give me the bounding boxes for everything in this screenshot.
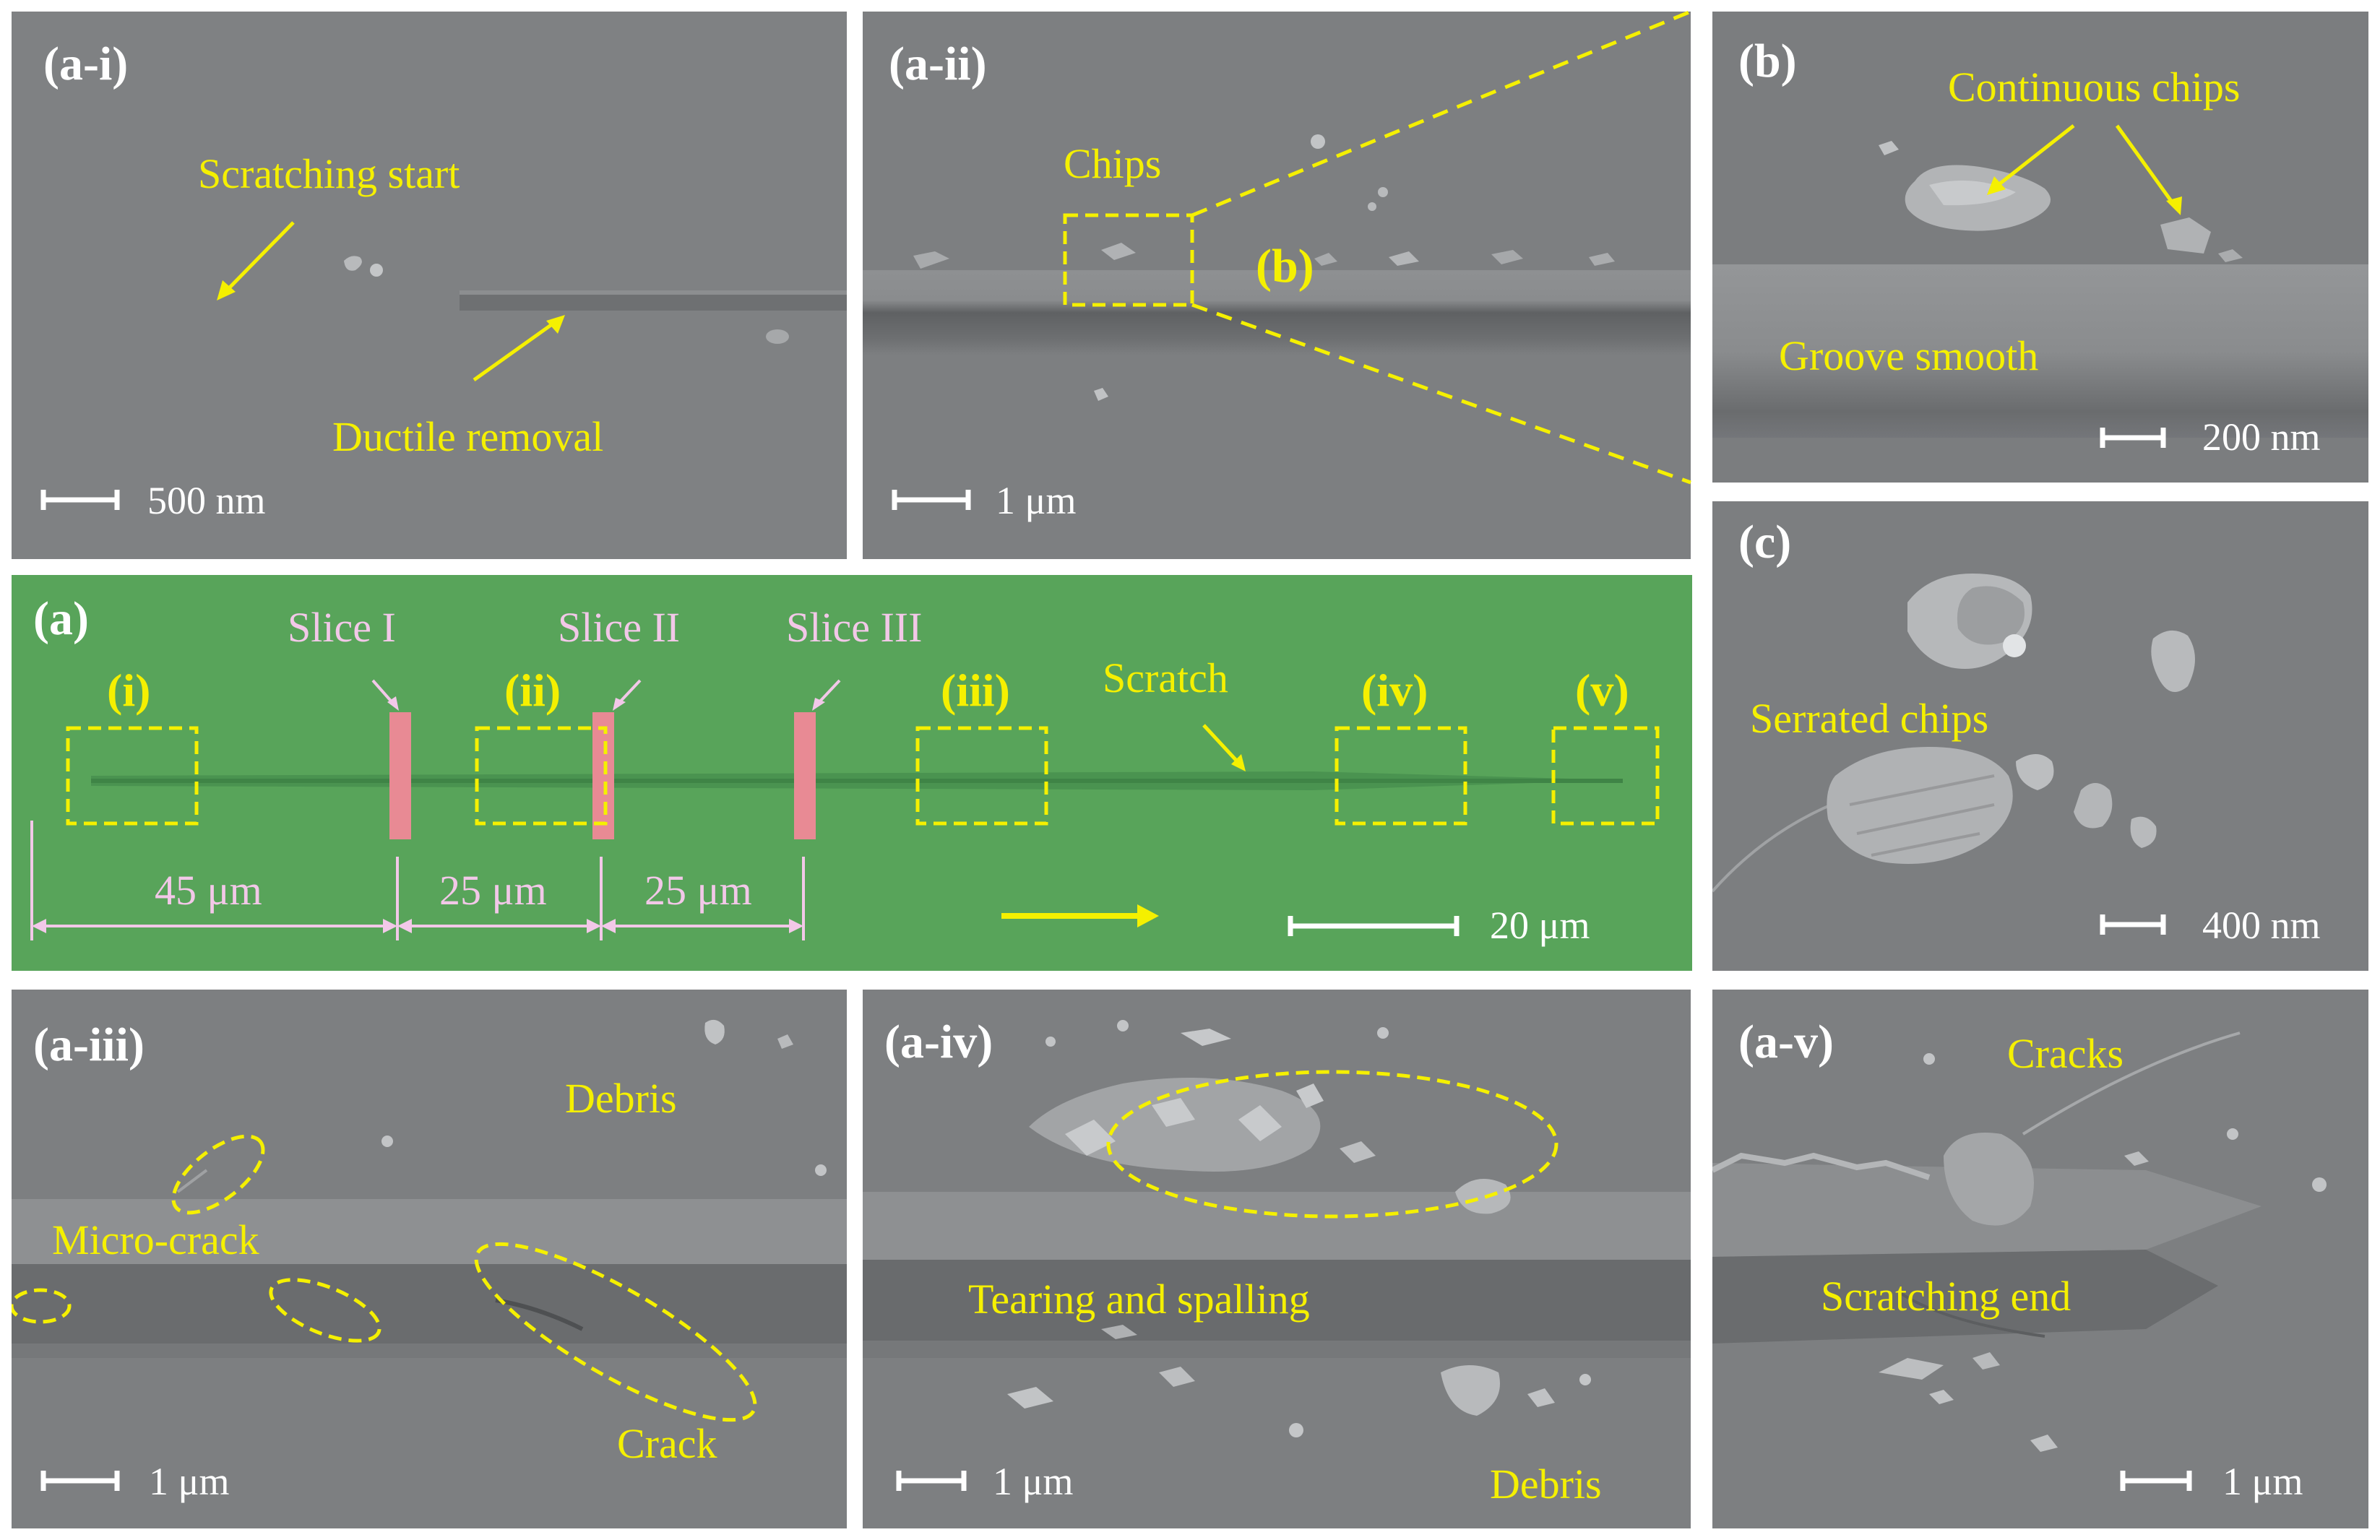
sem-image-a-iv [863,990,1691,1528]
annotation-cracks: Cracks [2007,1030,2124,1077]
panel-label: (a-ii) [889,38,987,90]
scale-bar-label: 200 nm [2202,415,2321,459]
scale-bar-label: 1 μm [993,1460,1074,1503]
sem-image-a-iii [12,990,847,1528]
region-label-ii: (ii) [504,665,561,716]
panel-label: (a-i) [43,38,129,90]
annotation-continuous-chips: Continuous chips [1948,64,2241,111]
slice-label-3: Slice III [786,604,923,651]
annotation-groove-smooth: Groove smooth [1779,332,2039,379]
distance-label-45: 45 μm [155,867,262,914]
annotation-inset-b: (b) [1256,240,1314,293]
panel-label: (a-v) [1738,1016,1834,1068]
panel-b: (b) Continuous chips Groove smooth 200 n… [1712,12,2368,483]
panel-a-overview: (a) Slice I Slice II Slice III (i) (ii) … [12,575,1692,971]
scale-bar-label: 1 μm [149,1460,230,1503]
region-label-v: (v) [1575,665,1629,716]
panel-a-v: (a-v) Cracks Scratching end 1 μm [1712,990,2368,1528]
panel-label: (c) [1738,516,1792,568]
annotation-scratching-end: Scratching end [1821,1273,2071,1320]
annotation-scratch: Scratch [1103,654,1228,701]
annotation-debris: Debris [1490,1461,1602,1507]
annotation-micro-crack: Micro-crack [52,1216,259,1263]
annotation-scratching-start: Scratching start [198,150,460,197]
annotation-ductile-removal: Ductile removal [332,413,604,460]
panel-label: (a) [33,592,89,645]
panel-a-ii: (a-ii) Chips (b) 1 μm [863,12,1691,559]
region-label-i: (i) [107,665,151,716]
scale-bar-label: 20 μm [1490,904,1590,947]
region-label-iv: (iv) [1361,665,1428,716]
scale-bar-label: 1 μm [996,479,1077,522]
distance-label-25b: 25 μm [644,867,752,914]
sem-image-a-i [12,12,847,559]
annotation-chips: Chips [1064,140,1162,187]
distance-label-25a: 25 μm [439,867,547,914]
panel-label: (b) [1738,35,1797,87]
annotation-debris: Debris [565,1075,677,1122]
scale-bar-label: 400 nm [2202,904,2321,947]
sem-image-c [1712,501,2368,971]
panel-c: (c) Serrated chips 400 nm [1712,501,2368,971]
region-label-iii: (iii) [941,665,1010,716]
slice-label-1: Slice I [288,604,396,651]
sem-image-a-v [1712,990,2368,1528]
scale-bar-label: 500 nm [147,479,266,522]
slice-label-2: Slice II [558,604,681,651]
panel-label: (a-iii) [33,1018,145,1071]
panel-a-iv: (a-iv) Tearing and spalling Debris 1 μm [863,990,1691,1528]
overview-image-a [12,575,1692,971]
panel-a-i: (a-i) Scratching start Ductile removal 5… [12,12,847,559]
annotation-tearing-spalling: Tearing and spalling [968,1276,1310,1323]
annotation-crack: Crack [617,1420,717,1467]
panel-label: (a-iv) [884,1016,993,1068]
scale-bar-label: 1 μm [2222,1460,2303,1503]
sem-image-b [1712,12,2368,483]
annotation-serrated-chips: Serrated chips [1750,695,1989,742]
panel-a-iii: (a-iii) Debris Micro-crack Crack 1 μm [12,990,847,1528]
